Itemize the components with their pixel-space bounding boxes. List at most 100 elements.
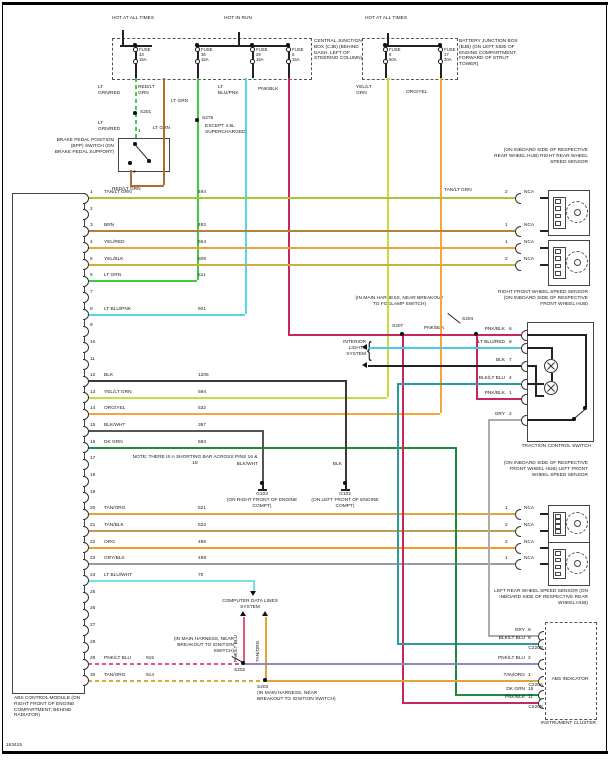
- instrument-cluster-box: [545, 622, 597, 720]
- module-pin-circuit: 511: [198, 273, 206, 279]
- fuse-terminal: [250, 47, 255, 52]
- interior-lights-system-label: INTERIOR LIGHTS SYSTEM: [343, 340, 366, 357]
- battery-junction-box-label: BATTERY JUNCTION BOX (BJB) (ON LEFT SIDE…: [459, 39, 518, 67]
- module-pin-arc: [83, 309, 89, 321]
- g102-label: G102: [339, 492, 351, 497]
- module-pin-circuit: 508: [198, 256, 207, 262]
- module-pin-number: 20: [90, 506, 96, 512]
- wire-segment: [88, 513, 515, 515]
- cluster-pin-arc: [538, 697, 544, 709]
- module-pin-number: 19: [90, 489, 96, 495]
- module-pin-number: 13: [90, 389, 96, 395]
- wire-segment: [341, 489, 350, 491]
- sensor-pin-number: 2: [505, 190, 508, 195]
- wire-segment: [88, 547, 515, 549]
- sensor-pin-arc: [515, 508, 521, 520]
- module-pin-number: 7: [90, 289, 93, 295]
- wire-segment: [527, 334, 585, 336]
- wire-label-org-yel: ORG/YEL: [406, 90, 428, 95]
- wire-segment: [135, 63, 137, 78]
- module-pin-arc: [83, 592, 89, 604]
- module-pin-arc: [83, 575, 89, 587]
- central-junction-box-label: CENTRAL JUNCTION BOX (CJB) (BEHIND DASH,…: [314, 39, 363, 62]
- module-pin-number: 17: [90, 456, 96, 462]
- wire-label-lt-grn-2: LT GRN: [152, 126, 170, 131]
- wire-segment: [385, 50, 387, 61]
- module-pin-arc: [83, 558, 89, 570]
- frame-left: [2, 2, 3, 754]
- module-pin-arc: [83, 209, 89, 221]
- wire-segment: [197, 45, 199, 49]
- cluster-pin-wire-label: PNK/LT BLU: [497, 656, 525, 661]
- module-pin-arc: [83, 325, 89, 337]
- ground-dot: [343, 481, 347, 485]
- junction-dot: [195, 43, 199, 47]
- module-pin-number: 15: [90, 423, 96, 429]
- wire-segment: [88, 397, 387, 399]
- module-pin-wire-label: BRN: [104, 223, 115, 229]
- module-pin-number: 21: [90, 523, 96, 528]
- wire-segment: [551, 347, 553, 359]
- instrument-cluster-label: INSTRUMENT CLUSTER: [540, 721, 596, 726]
- interior-lights-arrow-icon: [362, 344, 367, 350]
- fuse-terminal: [195, 59, 200, 64]
- junction-dot: [133, 142, 137, 146]
- hot-at-all-times-label-bjb: HOT AT ALL TIMES: [364, 16, 408, 21]
- wire-segment: [455, 694, 538, 696]
- wire-segment: [245, 78, 247, 314]
- sensor-pin-arc: [515, 192, 521, 204]
- module-pin-wire-label: TAN/ORG: [104, 672, 126, 678]
- junction-dot: [400, 332, 404, 336]
- wire-segment: [540, 197, 548, 199]
- cluster-pin-arc: [538, 675, 544, 687]
- sensor-pin-tag: NCA: [524, 190, 535, 195]
- sensor-connector: [553, 549, 566, 579]
- traction-pin-arc: [521, 360, 527, 372]
- cluster-pin-number: 2: [528, 656, 531, 661]
- traction-pin-number: 4: [509, 376, 512, 381]
- wire-segment: [88, 314, 245, 316]
- fuse-label: FUSE 17 20A: [444, 47, 456, 63]
- module-pin-number: 18: [90, 473, 96, 479]
- sensor-connector-tooth: [555, 256, 561, 261]
- wire-label-lt-grn: LT GRN: [171, 99, 189, 104]
- wire-segment: [243, 617, 245, 663]
- wire-segment: [476, 398, 521, 400]
- splice-s275-label: S275: [202, 116, 214, 121]
- module-pin-number: 28: [90, 639, 96, 645]
- wire-segment: [527, 365, 535, 367]
- wire-segment: [88, 413, 440, 415]
- wire-segment: [288, 45, 290, 49]
- junction-dot: [286, 43, 290, 47]
- module-pin-number: 29: [90, 656, 96, 662]
- sensor-connector-tooth: [555, 249, 561, 254]
- wire-segment: [88, 380, 345, 382]
- junction-dot: [128, 161, 132, 165]
- traction-pin-number: 2: [509, 412, 512, 417]
- module-pin-circuit: 583: [198, 439, 207, 445]
- splice-s204-note: (IN MAIN HARNESS, NEAR BREAKOUT TO FOGLA…: [355, 296, 444, 307]
- module-pin-arc: [83, 259, 89, 271]
- wire-segment: [440, 63, 442, 78]
- wire-segment: [540, 264, 548, 266]
- cluster-connector-label: C220A: [528, 683, 543, 688]
- sensor-pin-number: 2: [505, 540, 508, 545]
- module-pin-arc: [83, 442, 89, 454]
- sensor-connector-tooth: [555, 514, 561, 519]
- computer-data-arrow-icon: [250, 591, 256, 596]
- wire-segment: [130, 170, 132, 185]
- bpp-pin-1: 1: [138, 129, 141, 134]
- wire-segment: [440, 50, 442, 61]
- sensor-connector: [553, 512, 566, 536]
- fuse-terminal: [250, 59, 255, 64]
- traction-control-switch-box: [527, 322, 594, 442]
- module-pin-circuit: 594: [198, 389, 207, 395]
- wire-segment: [258, 489, 267, 491]
- module-pin-circuit: 496: [198, 539, 207, 545]
- module-pin-circuit: 1205: [198, 373, 209, 379]
- wire-segment: [551, 373, 553, 381]
- wire-segment: [265, 617, 267, 680]
- fuse-terminal: [438, 47, 443, 52]
- module-pin-circuit: 397: [198, 423, 207, 429]
- module-pin-number: 14: [90, 406, 96, 412]
